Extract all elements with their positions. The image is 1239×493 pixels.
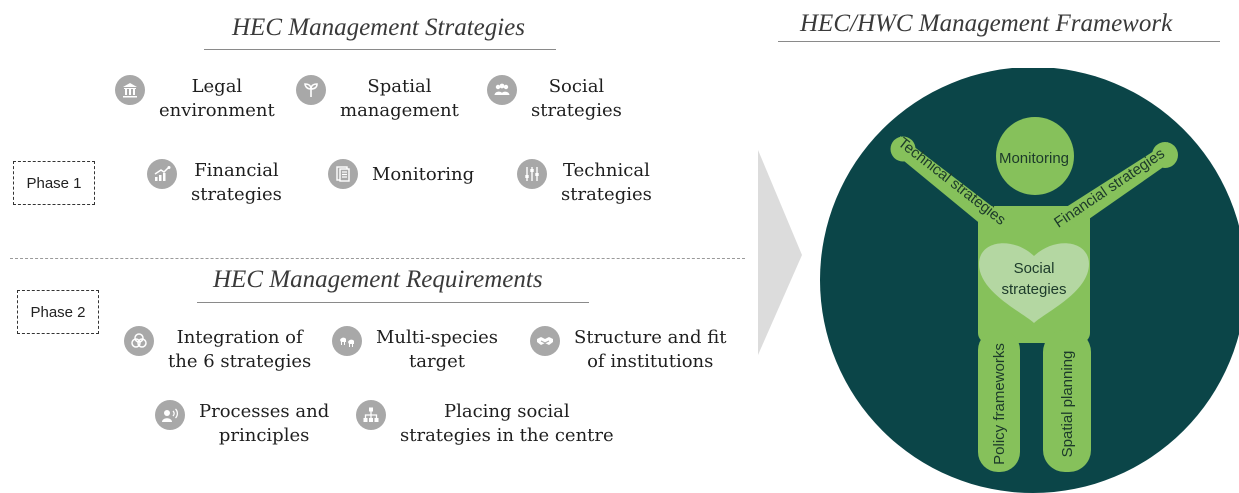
requirement-multispecies: Multi-species target xyxy=(332,326,498,374)
framework-diagram: Monitoring Technical strategies Financia… xyxy=(820,68,1239,493)
strategy-legal-line2: environment xyxy=(159,100,275,121)
framework-heart-label-line1: Social xyxy=(1014,260,1055,277)
phase1-label: Phase 1 xyxy=(26,174,82,192)
requirement-structure-line1: Structure and fit xyxy=(574,327,727,348)
requirement-placing-social-line1: Placing social xyxy=(443,401,570,422)
requirement-processes-line1: Processes and xyxy=(199,401,330,422)
handshake-icon xyxy=(530,326,560,356)
figure-left-leg xyxy=(978,330,1020,472)
framework-heart-label-line2: strategies xyxy=(1001,281,1066,298)
strategy-legal-line1: Legal xyxy=(191,76,243,97)
requirement-multispecies-line1: Multi-species xyxy=(376,327,498,348)
phase2-box: Phase 2 xyxy=(17,290,99,334)
framework-right-leg-label: Spatial planning xyxy=(1059,351,1076,458)
strategies-title: HEC Management Strategies xyxy=(232,14,526,41)
requirement-integration-line2: the 6 strategies xyxy=(168,351,312,372)
hierarchy-icon xyxy=(356,400,386,430)
requirement-placing-social-line2: strategies in the centre xyxy=(400,425,614,446)
integration-icon xyxy=(124,326,154,356)
figure-left-arm xyxy=(900,136,1000,240)
requirement-structure: Structure and fit of institutions xyxy=(530,326,726,374)
framework-left-leg-label: Policy frameworks xyxy=(991,343,1008,465)
requirements-title: HEC Management Requirements xyxy=(213,266,543,293)
phase2-label: Phase 2 xyxy=(30,303,86,321)
strategy-legal: Legal environment xyxy=(115,75,275,123)
requirement-structure-line2: of institutions xyxy=(587,351,714,372)
figure-right-leg xyxy=(1043,330,1091,472)
figure-left-hand xyxy=(890,136,916,162)
strategy-monitoring-line1: Monitoring xyxy=(372,164,475,185)
requirement-processes: Processes and principles xyxy=(155,400,329,448)
figure-head xyxy=(996,117,1074,195)
strategy-monitoring: Monitoring xyxy=(328,159,474,189)
courthouse-icon xyxy=(115,75,145,105)
sliders-icon xyxy=(517,159,547,189)
growth-chart-icon xyxy=(147,159,177,189)
heart-shape xyxy=(979,243,1089,323)
strategy-social-line2: strategies xyxy=(531,100,622,121)
requirement-placing-social: Placing social strategies in the centre xyxy=(356,400,614,448)
strategy-technical-line1: Technical xyxy=(563,160,650,181)
framework-head-label: Monitoring xyxy=(999,150,1069,167)
transition-arrow xyxy=(758,150,802,355)
requirements-title-rule xyxy=(197,302,589,303)
requirement-integration-line1: Integration of xyxy=(176,327,303,348)
strategy-technical-line2: strategies xyxy=(561,184,652,205)
requirement-processes-line2: principles xyxy=(218,425,310,446)
strategy-spatial-line2: management xyxy=(340,100,459,121)
documents-icon xyxy=(328,159,358,189)
strategy-social: Social strategies xyxy=(487,75,622,123)
strategy-financial-line2: strategies xyxy=(191,184,282,205)
phase1-box: Phase 1 xyxy=(13,161,95,205)
strategy-financial-line1: Financial xyxy=(194,160,279,181)
strategy-spatial: Spatial management xyxy=(296,75,459,123)
requirement-multispecies-line2: target xyxy=(409,351,465,372)
framework-title-rule xyxy=(778,41,1220,42)
strategy-spatial-line1: Spatial xyxy=(367,76,432,97)
phase-separator xyxy=(10,258,745,259)
sprout-icon xyxy=(296,75,326,105)
figure-right-hand xyxy=(1152,142,1178,168)
strategy-financial: Financial strategies xyxy=(147,159,282,207)
speaking-head-icon xyxy=(155,400,185,430)
requirement-integration: Integration of the 6 strategies xyxy=(124,326,311,374)
people-icon xyxy=(487,75,517,105)
framework-title: HEC/HWC Management Framework xyxy=(800,10,1173,37)
strategy-social-line1: Social xyxy=(548,76,605,97)
animals-icon xyxy=(332,326,362,356)
strategies-title-rule xyxy=(204,49,556,50)
strategy-technical: Technical strategies xyxy=(517,159,652,207)
